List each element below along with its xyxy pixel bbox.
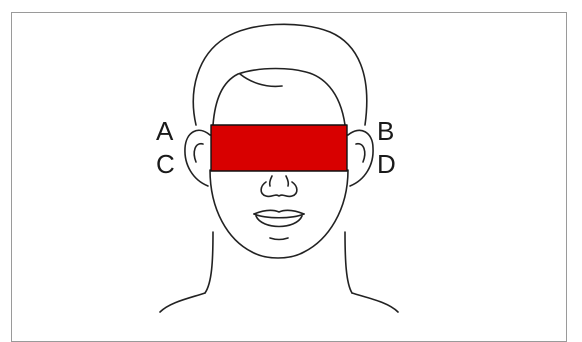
lip-line — [254, 214, 304, 218]
left-ear-inner — [194, 144, 203, 162]
hairline — [213, 69, 345, 126]
label-c: C — [156, 151, 175, 177]
label-b: B — [377, 118, 394, 144]
nose-bridge-right — [286, 176, 288, 186]
nose-bridge-left — [270, 176, 272, 186]
right-ear — [348, 130, 373, 186]
right-ear-inner — [356, 144, 365, 162]
nose — [261, 182, 297, 196]
blindfold-rect — [211, 125, 347, 171]
hair-strand — [240, 74, 282, 86]
shoulder-left — [160, 293, 205, 312]
label-a: A — [156, 118, 173, 144]
shoulder-right — [352, 293, 398, 312]
left-ear — [185, 130, 210, 186]
head-illustration — [0, 0, 582, 324]
upper-lip — [254, 210, 304, 214]
head-outline — [193, 24, 366, 125]
chin-shadow — [270, 238, 288, 240]
neck-right — [345, 232, 352, 293]
label-d: D — [377, 151, 396, 177]
neck-left — [205, 232, 213, 293]
jaw-outline — [210, 170, 348, 258]
